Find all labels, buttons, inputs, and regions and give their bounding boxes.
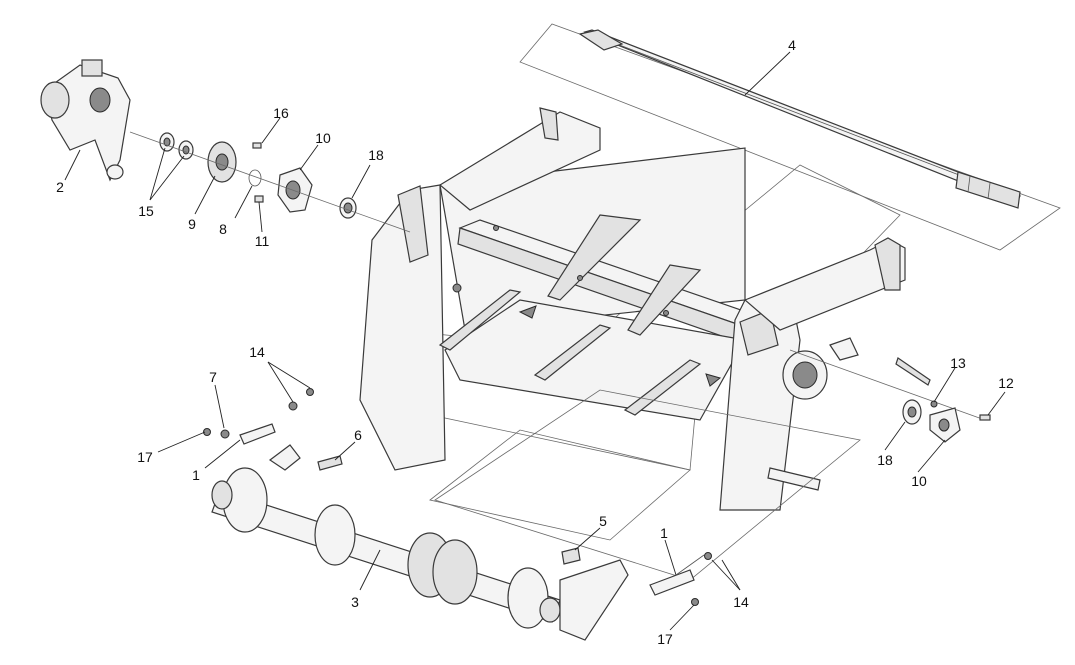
label-18-top: 18 <box>368 147 384 163</box>
label-1-right: 1 <box>660 525 668 541</box>
label-8: 8 <box>219 221 227 237</box>
label-10-top: 10 <box>315 130 331 146</box>
bolt-6 <box>317 455 343 471</box>
label-10-right: 10 <box>911 473 927 489</box>
label-11: 11 <box>255 233 270 249</box>
label-3: 3 <box>351 594 359 610</box>
label-12: 12 <box>998 375 1014 391</box>
label-15: 15 <box>138 203 154 219</box>
nuts-14-left <box>288 388 314 411</box>
label-17-left: 17 <box>137 449 153 465</box>
label-9: 9 <box>188 216 196 232</box>
frame-housing <box>359 107 906 541</box>
right-side-parts <box>789 349 991 443</box>
leader-lines <box>64 51 1006 631</box>
label-16: 16 <box>273 105 289 121</box>
label-17-bottom: 17 <box>657 631 673 647</box>
link-1-left <box>203 423 276 445</box>
label-7: 7 <box>209 369 217 385</box>
label-14-left: 14 <box>249 344 265 360</box>
link-1-right <box>649 552 712 606</box>
bearing-housing-10-top <box>254 167 313 213</box>
roller-3 <box>211 389 861 641</box>
washers-15 <box>159 132 194 160</box>
shaft-4 <box>519 23 1061 251</box>
bolt-5 <box>561 547 581 565</box>
circlip-8 <box>248 142 262 187</box>
label-5: 5 <box>599 513 607 529</box>
label-2: 2 <box>56 179 64 195</box>
gearbox-2 <box>40 59 131 182</box>
bearing-18-top <box>339 197 357 219</box>
label-18-right: 18 <box>877 452 893 468</box>
label-6: 6 <box>354 427 362 443</box>
label-14-right: 14 <box>733 594 749 610</box>
label-13: 13 <box>950 355 966 371</box>
sprocket-9 <box>207 141 237 183</box>
axis-line-left <box>129 131 411 233</box>
part-number-labels: 2 15 9 16 8 11 10 18 4 14 7 17 1 6 3 5 1… <box>56 37 1014 647</box>
label-1-left: 1 <box>192 467 200 483</box>
label-4: 4 <box>788 37 796 53</box>
